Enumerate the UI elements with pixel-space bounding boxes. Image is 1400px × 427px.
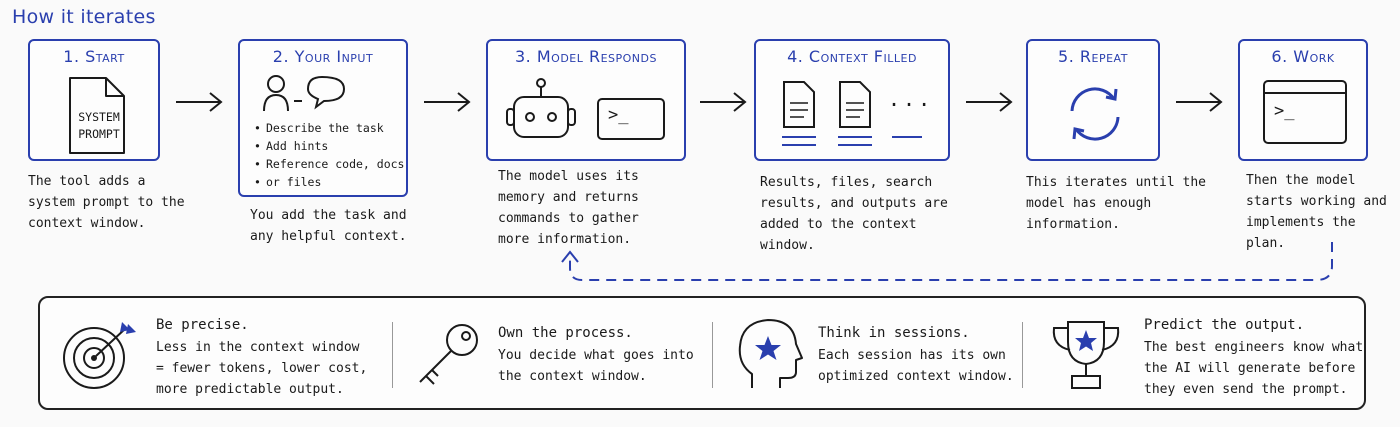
arrow-right-icon — [176, 92, 223, 112]
tip-body: The best engineers know what the AI will… — [1144, 340, 1364, 397]
step-start-box: 1. Start SYSTEM PROMPT — [28, 39, 160, 161]
tips-panel: Be precise. Less in the context window =… — [38, 296, 1366, 410]
divider — [712, 322, 713, 388]
arrow-right-icon — [700, 92, 747, 112]
list-item: Describe the task — [254, 119, 404, 137]
arrow-right-icon — [424, 92, 471, 112]
step-context-filled-box: 4. Context Filled ... — [754, 39, 950, 161]
step-description: Results, files, search results, and outp… — [760, 175, 948, 253]
terminal-prompt: >_ — [608, 105, 629, 125]
robot-icon — [506, 78, 576, 138]
tip-body: Each session has its own optimized conte… — [818, 348, 1014, 384]
step-title: 6. Work — [1271, 47, 1335, 66]
step-repeat-box: 5. Repeat — [1026, 39, 1160, 161]
step-description: This iterates until the model has enough… — [1026, 175, 1207, 232]
terminal-prompt: >_ — [1274, 101, 1295, 121]
list-item: Reference code, docs — [254, 155, 404, 173]
document-text: SYSTEM PROMPT — [78, 110, 120, 141]
divider — [1022, 322, 1023, 388]
list-item: Add hints — [254, 137, 404, 155]
cycle-icon — [1070, 87, 1120, 141]
tip-title: Own the process. — [498, 325, 633, 341]
key-icon — [419, 324, 478, 385]
arrow-right-icon — [966, 92, 1013, 112]
step-description: Then the model starts working and implem… — [1246, 173, 1387, 251]
step-title: 4. Context Filled — [787, 47, 917, 66]
documents-icon — [782, 81, 922, 146]
step-model-responds-box: 3. Model Responds >_ — [486, 39, 686, 161]
step-description: You add the task and any helpful context… — [250, 208, 407, 244]
tip-body: Less in the context window = fewer token… — [156, 340, 368, 397]
trophy-icon — [1052, 321, 1120, 389]
target-icon — [63, 322, 136, 389]
step-title: 1. Start — [63, 47, 125, 66]
divider — [392, 322, 393, 388]
step-work-box: 6. Work >_ — [1238, 39, 1368, 161]
step-your-input-box: 2. Your Input Describe the task Add hint… — [238, 39, 408, 197]
step-description: The model uses its memory and returns co… — [498, 169, 639, 247]
head-star-icon — [738, 319, 803, 388]
arrow-right-icon — [1176, 92, 1223, 112]
step-title: 2. Your Input — [272, 47, 374, 66]
page-title: How it iterates — [12, 6, 156, 28]
document-icon — [69, 77, 125, 154]
terminal-icon — [597, 98, 665, 140]
ellipsis-text: ... — [888, 87, 934, 111]
tip-title: Think in sessions. — [818, 325, 970, 341]
list-item: or files — [254, 173, 404, 191]
terminal-window-icon — [1263, 80, 1347, 144]
user-chat-icon — [263, 75, 346, 112]
tip-title: Be precise. — [156, 317, 249, 333]
tip-body: You decide what goes into the context wi… — [498, 348, 694, 384]
loop-back-arrow-icon — [561, 242, 1333, 281]
step-description: The tool adds a system prompt to the con… — [28, 174, 185, 231]
step-title: 5. Repeat — [1058, 47, 1128, 66]
step-title: 3. Model Responds — [515, 47, 657, 66]
tip-title: Predict the output. — [1144, 317, 1305, 333]
hint-list: Describe the task Add hints Reference co… — [254, 119, 404, 191]
